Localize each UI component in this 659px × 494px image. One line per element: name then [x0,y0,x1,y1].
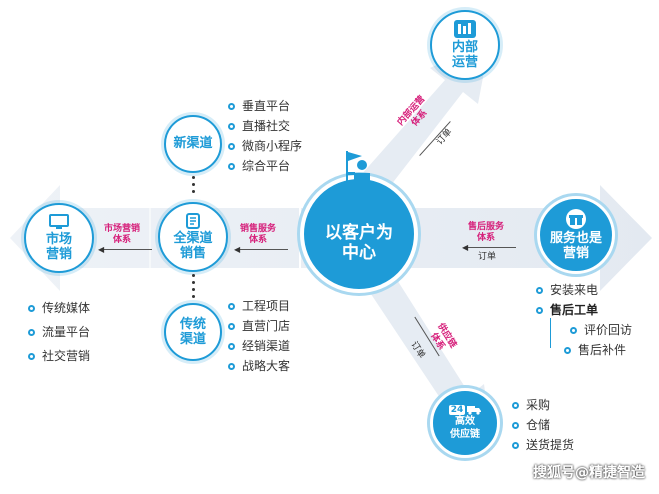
list-item: 工程项目 [228,296,290,316]
market-marketing-line1: 市场 [45,232,72,247]
list-item: 传统媒体 [28,296,90,320]
market-marketing-line2: 营销 [45,247,72,262]
list-item: 战略大客 [228,356,290,376]
service-marketing-node: 服务也是 营销 [537,196,615,274]
supply-chain-line1: 高效 [455,416,475,427]
new-channel-node: 新渠道 [164,115,222,173]
list-item: 仓储 [512,415,574,435]
after-sales-system-label: 售后服务 体系 [468,222,505,243]
new-channel-list: 垂直平台 直播社交 微商小程序 综合平台 [228,96,302,176]
traditional-channel-node: 传统 渠道 [164,303,222,361]
person-flag-icon [346,151,370,195]
center-node: 以客户为 中心 [300,151,418,293]
center-label-line1: 以客户为 [325,223,393,243]
after-sales-order-label: 订单 [478,252,497,262]
gift-icon [566,209,586,229]
dotted-connector-top [192,176,195,197]
omni-channel-node: 全渠道 销售 [158,202,228,272]
supply-chain-line2: 供应链 [450,429,480,440]
market-marketing-arrow [102,249,152,250]
service-marketing-list: 安装来电 售后工单 评价回访 售后补件 [536,280,632,360]
market-marketing-list: 传统媒体 流量平台 社交营销 [28,296,90,368]
list-item: 垂直平台 [228,96,302,116]
list-item: 直营门店 [228,316,290,336]
dotted-connector-bottom [192,274,195,302]
factory-icon [454,20,476,38]
traditional-channel-list: 工程项目 直营门店 经销渠道 战略大客 [228,296,290,376]
service-marketing-line2: 营销 [562,246,589,261]
omni-channel-line2: 销售 [179,246,206,261]
list-item: 安装来电 [536,280,632,300]
service-subitem-bracket [550,318,551,348]
new-channel-label: 新渠道 [173,136,213,151]
list-item: 综合平台 [228,156,302,176]
center-label-line2: 中心 [342,243,376,263]
list-item: 送货提货 [512,435,574,455]
omni-channel-line1: 全渠道 [173,231,213,246]
list-item: 采购 [512,395,574,415]
market-marketing-system-label: 市场营销 体系 [104,224,141,245]
internal-ops-line1: 内部 [451,40,478,55]
list-item: 售后补件 [536,340,632,360]
sales-service-system-label: 销售服务 体系 [240,224,277,245]
supply-chain-list: 采购 仓储 送货提货 [512,395,574,455]
supply-chain-badge: 24 [448,405,466,415]
sales-service-arrow [238,249,288,250]
document-icon [186,213,200,229]
internal-ops-node: 内部 运营 [430,10,500,80]
monitor-icon [49,214,69,229]
service-marketing-line1: 服务也是 [549,231,602,246]
supply-chain-node: 24 高效 供应链 [430,388,500,458]
watermark: 搜狐号@精捷智造 [533,465,645,481]
list-item: 经销渠道 [228,336,290,356]
internal-ops-line2: 运营 [451,55,478,70]
list-item: 流量平台 [28,320,90,344]
market-marketing-node: 市场 营销 [24,203,94,273]
traditional-channel-line1: 传统 [179,317,206,332]
traditional-channel-line2: 渠道 [179,332,206,347]
list-item: 售后工单 [536,300,632,320]
after-sales-arrow [466,247,516,248]
list-item: 微商小程序 [228,136,302,156]
list-item: 直播社交 [228,116,302,136]
list-item: 社交营销 [28,344,90,368]
truck-icon: 24 [448,405,482,415]
list-item: 评价回访 [536,320,632,340]
